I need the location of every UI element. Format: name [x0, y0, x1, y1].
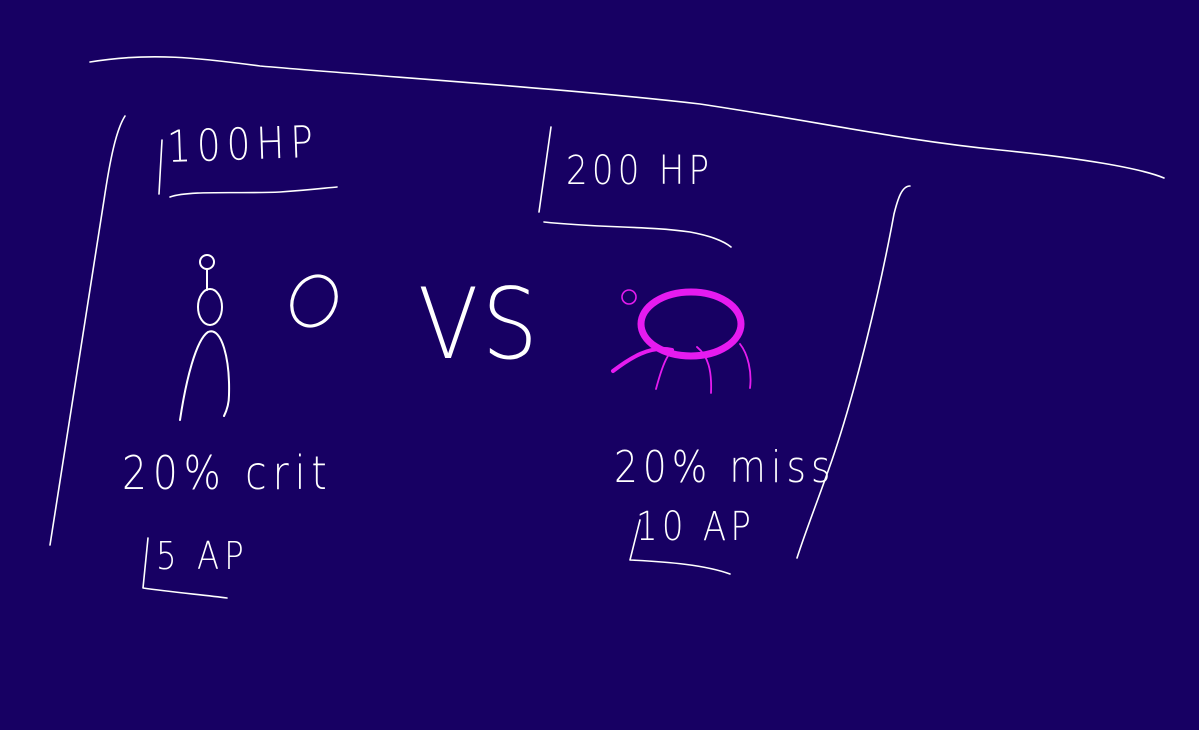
- player-crit-label: 20% crit: [122, 446, 333, 500]
- right-border-line: [796, 185, 911, 559]
- top-border-line: [89, 55, 1165, 179]
- player-hp-underline: [169, 186, 338, 198]
- player-stick-figure: [179, 254, 231, 421]
- player-ap-mark: [142, 537, 228, 599]
- enemy-hp-label: 200 HP: [566, 148, 714, 194]
- vs-label: VS: [418, 268, 542, 382]
- player-hp-bar-mark: [158, 139, 163, 195]
- player-ap-label: 5 AP: [156, 534, 249, 578]
- enemy-hp-underline: [543, 221, 732, 248]
- enemy-ap-mark: [629, 519, 731, 575]
- enemy-ap-label: 10 AP: [636, 504, 756, 550]
- enemy-hp-bar-mark: [538, 126, 552, 213]
- enemy-creature: [611, 288, 752, 394]
- left-border-line: [49, 115, 126, 546]
- player-shield-icon: [290, 274, 338, 328]
- player-hp-label: 100HP: [166, 116, 320, 173]
- enemy-miss-label: 20% miss: [614, 442, 836, 493]
